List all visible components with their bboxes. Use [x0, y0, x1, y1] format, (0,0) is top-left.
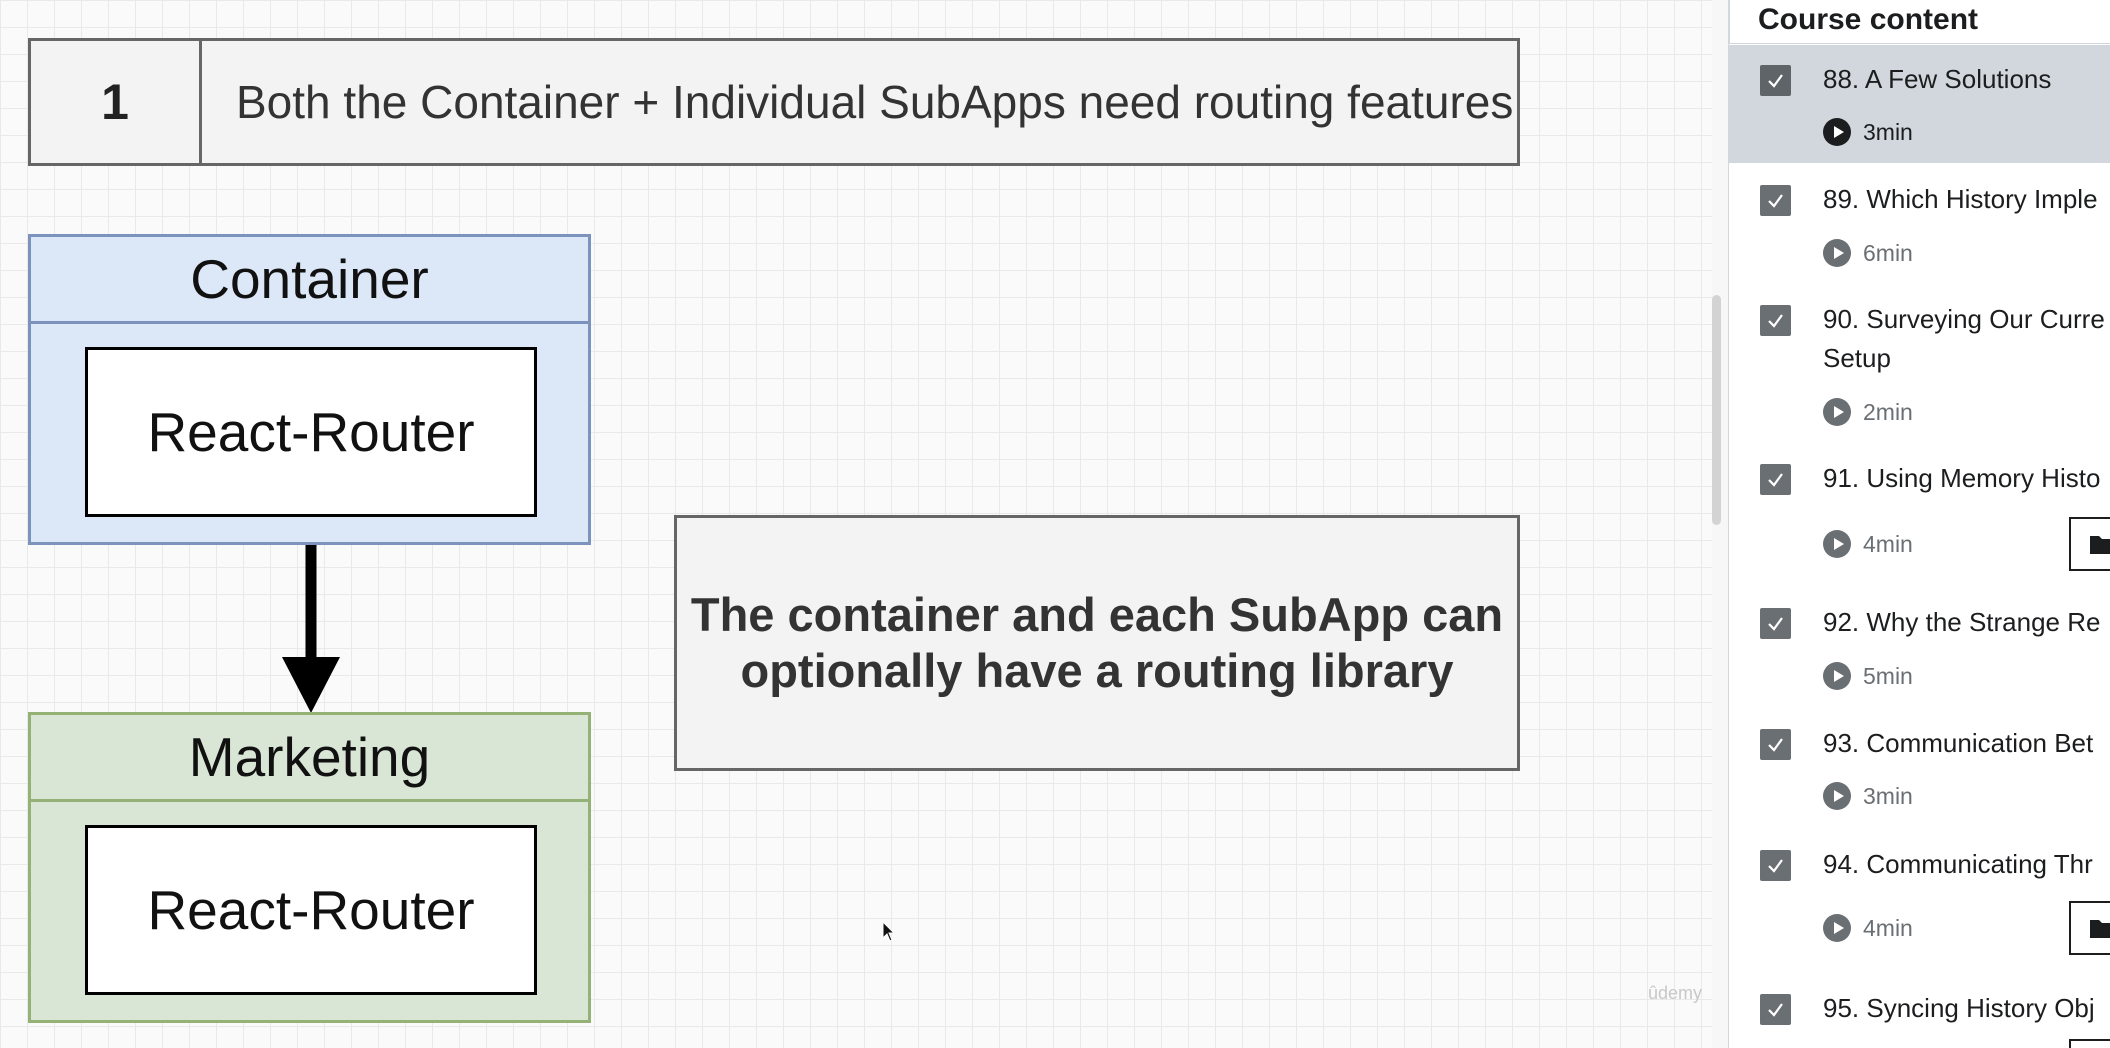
lecture-duration: 4min	[1863, 531, 1913, 557]
play-icon	[1823, 782, 1851, 810]
lecture-completed-checkbox[interactable]	[1760, 994, 1791, 1025]
container-app-label: Container	[31, 237, 588, 324]
slide-title: Both the Container + Individual SubApps …	[236, 76, 1514, 128]
lecture-title: 93. Communication Bet	[1823, 728, 2094, 758]
marketing-app-label: Marketing	[31, 715, 588, 802]
slide-step-number: 1	[31, 41, 202, 163]
play-icon	[1823, 662, 1851, 690]
lecture-completed-checkbox[interactable]	[1760, 608, 1791, 639]
checkmark-icon	[1768, 1003, 1783, 1017]
resources-button[interactable]	[2069, 901, 2110, 955]
lecture-title: 90. Surveying Our Curre Setup	[1823, 304, 2105, 373]
play-icon	[1823, 398, 1851, 426]
lecture-completed-checkbox[interactable]	[1760, 185, 1791, 216]
lecture-duration: 5min	[1863, 663, 1913, 689]
marketing-app-box: Marketing React-Router	[28, 712, 591, 1023]
sidebar-header: Course content	[1729, 0, 2110, 44]
container-app-box: Container React-Router	[28, 234, 591, 545]
play-icon	[1823, 239, 1851, 267]
play-icon	[1823, 118, 1851, 146]
checkmark-icon	[1768, 194, 1783, 208]
checkmark-icon	[1768, 617, 1783, 631]
resources-button[interactable]	[2069, 517, 2110, 571]
video-scrollbar-track[interactable]	[1712, 0, 1728, 1048]
lecture-completed-checkbox[interactable]	[1760, 305, 1791, 336]
course-content-sidebar: Course content 88. A Few Solutions 3min …	[1728, 0, 2110, 1048]
routing-note-box: The container and each SubApp can option…	[674, 515, 1520, 771]
lecture-title: 94. Communicating Thr	[1823, 849, 2093, 879]
lecture-item-95[interactable]: 95. Syncing History Obj	[1729, 977, 2110, 1048]
lecture-title: 91. Using Memory Histo	[1823, 463, 2101, 493]
video-slide[interactable]: 1 Both the Container + Individual SubApp…	[0, 0, 1712, 1048]
lecture-item-93[interactable]: 93. Communication Bet 3min	[1729, 707, 2110, 827]
lecture-item-91[interactable]: 91. Using Memory Histo 4min	[1729, 443, 2110, 587]
lecture-item-90[interactable]: 90. Surveying Our Curre Setup 2min	[1729, 283, 2110, 443]
lecture-completed-checkbox[interactable]	[1760, 464, 1791, 495]
lecture-duration: 6min	[1863, 240, 1913, 266]
play-icon	[1823, 914, 1851, 942]
udemy-watermark: ûdemy	[1648, 983, 1703, 1003]
marketing-react-router-box: React-Router	[85, 825, 537, 995]
resources-button[interactable]	[2069, 1039, 2110, 1048]
lecture-duration: 2min	[1863, 399, 1913, 425]
lecture-completed-checkbox[interactable]	[1760, 65, 1791, 96]
down-arrow-connector	[282, 545, 340, 713]
folder-icon	[2090, 920, 2110, 938]
lecture-item-88[interactable]: 88. A Few Solutions 3min	[1729, 45, 2110, 163]
container-react-router-box: React-Router	[85, 347, 537, 517]
lecture-duration: 3min	[1863, 119, 1913, 145]
slide-title-banner: 1 Both the Container + Individual SubApp…	[28, 38, 1520, 166]
lecture-item-89[interactable]: 89. Which History Imple 6min	[1729, 163, 2110, 283]
checkmark-icon	[1768, 314, 1783, 328]
checkmark-icon	[1768, 859, 1783, 873]
play-icon	[1823, 530, 1851, 558]
checkmark-icon	[1768, 74, 1783, 88]
lecture-item-94[interactable]: 94. Communicating Thr 4min	[1729, 827, 2110, 977]
lecture-title: 95. Syncing History Obj	[1823, 993, 2095, 1023]
lecture-duration: 3min	[1863, 783, 1913, 809]
lecture-item-92[interactable]: 92. Why the Strange Re 5min	[1729, 587, 2110, 707]
mouse-cursor-icon	[882, 921, 896, 942]
folder-icon	[2090, 536, 2110, 554]
sidebar-title: Course content	[1758, 3, 1979, 36]
lecture-title: 88. A Few Solutions	[1823, 64, 2052, 94]
lecture-duration: 4min	[1863, 915, 1913, 941]
lecture-completed-checkbox[interactable]	[1760, 729, 1791, 760]
lecture-completed-checkbox[interactable]	[1760, 850, 1791, 881]
checkmark-icon	[1768, 473, 1783, 487]
lecture-title: 89. Which History Imple	[1823, 184, 2098, 214]
video-scrollbar-thumb[interactable]	[1712, 295, 1721, 525]
checkmark-icon	[1768, 738, 1783, 752]
lecture-title: 92. Why the Strange Re	[1823, 607, 2101, 637]
